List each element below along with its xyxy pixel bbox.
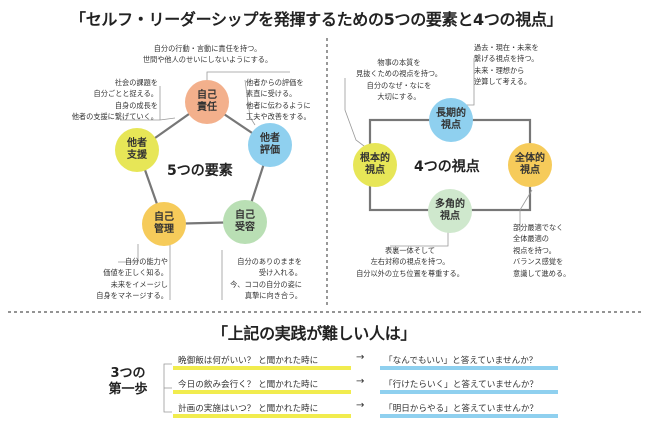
circle-jiko-kanri: 自己 管理 — [142, 202, 186, 246]
callout-line-jiko-kanri — [118, 244, 139, 263]
note-takakuteki: 表裏一体そして 左右対称の視点を持つ。 自分以外の立ち位置を尊重する。 — [356, 246, 464, 278]
callout-line-takakuteki — [390, 232, 449, 247]
section2-title: 「上記の実践が難しい人は」 — [212, 324, 417, 343]
circle-jiko-sekinin: 自己 責任 — [185, 80, 229, 124]
perspectives-center-label: 4つの視点 — [414, 159, 480, 175]
elements-center-label: 5つの要素 — [167, 163, 233, 179]
arrow-icon: → — [356, 352, 365, 363]
note-konponteki: 物事の本質を 見抜くための視点を持つ。 自分のなぜ・なにを 大切にする。 — [356, 58, 442, 102]
callout-line-zentaiteki — [519, 189, 533, 232]
main-title: 「セルフ・リーダーシップを発揮するための5つの要素と4つの視点」 — [70, 10, 563, 29]
answer-highlight-3 — [380, 414, 558, 418]
note-jiko-sekinin: 自分の行動・言動に責任を持つ。 世間や他人のせいにしないようにする。 — [142, 44, 273, 65]
arrow-icon: → — [356, 400, 365, 411]
circle-konponteki: 根本的 視点 — [353, 143, 397, 187]
note-zentaiteki: 部分最適でなく 全体最適の 視点を持つ。 バランス感覚を 意識して進める。 — [513, 223, 571, 278]
answer-3: 「明日からやる」と答えていませんか？ — [384, 404, 539, 414]
callout-line-jiko-sekinin — [206, 71, 290, 80]
circle-tasha-hyoka: 他者 評価 — [248, 123, 292, 167]
question-2: 今日の飲み会行く？ と聞かれた時に — [178, 380, 319, 390]
question-highlight-3 — [173, 414, 351, 418]
note-chokiteki: 過去・現在・未来を 繋げる視点を持つ。 未来・理想から 逆算して考える。 — [474, 43, 539, 87]
answer-1: 「なんでもいい」と答えていませんか？ — [384, 356, 538, 366]
circle-takakuteki: 多角的 視点 — [428, 189, 472, 233]
note-jiko-juyo: 自分のありのままを 受け入れる。 今、ココの自分の姿に 真摯に向き合う。 — [230, 257, 302, 301]
circle-jiko-juyo: 自己 受容 — [223, 200, 267, 244]
question-highlight-1 — [173, 366, 351, 370]
question-1: 晩御飯は何がいい？ と聞かれた時に — [178, 356, 319, 366]
note-jiko-kanri: 自分の能力や 価値を正しく知る。 未来をイメージし 自身をマネージする。 — [96, 257, 168, 301]
note-tasha-shien: 社会の課題を 自分ごとと捉える。 自身の成長を 他者の支援に繋げていく。 — [71, 78, 158, 122]
answer-2: 「行けたらいく」と答えていませんか？ — [384, 380, 539, 390]
note-tasha-hyoka: 他者からの評価を 素直に受ける。 他者に伝わるように 工夫や改善をする。 — [246, 78, 311, 122]
circle-zentaiteki: 全体的 視点 — [508, 143, 552, 187]
circle-tasha-shien: 他者 支援 — [115, 128, 159, 172]
question-3: 計画の実施はいつ？ と聞かれた時に — [178, 404, 319, 414]
callout-line-tasha-hyoka — [244, 79, 256, 126]
answer-highlight-1 — [380, 366, 558, 370]
circle-chokiteki: 長期的 視点 — [429, 98, 473, 142]
arrow-icon: → — [356, 376, 365, 387]
answer-highlight-2 — [380, 390, 558, 394]
question-highlight-2 — [173, 390, 351, 394]
first-steps-title: 3つの 第一歩 — [108, 366, 148, 397]
